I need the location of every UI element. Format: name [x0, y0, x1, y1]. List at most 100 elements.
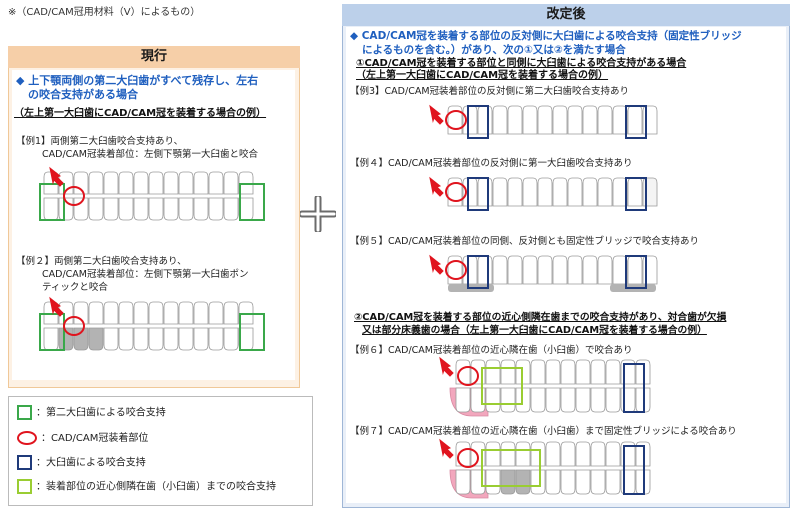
dental-chart-example-3	[429, 104, 658, 139]
dental-chart-example-6	[439, 356, 651, 417]
dental-chart-example-1	[39, 166, 265, 221]
tooth	[492, 255, 508, 285]
tooth	[590, 359, 606, 385]
tooth	[612, 255, 628, 285]
tooth	[567, 177, 583, 207]
tooth	[500, 359, 516, 385]
current-header: 現行	[8, 46, 300, 68]
tooth	[43, 327, 59, 351]
green-box-left	[39, 183, 65, 221]
tooth	[88, 327, 104, 351]
tooth	[552, 177, 568, 207]
legend-item-lime: ：装着部位の近心側隣在歯（小臼歯）までの咬合支持	[17, 479, 276, 495]
tooth	[560, 469, 576, 495]
tooth	[485, 359, 501, 385]
tooth	[582, 105, 598, 135]
tooth	[477, 255, 493, 285]
tooth	[582, 177, 598, 207]
tooth	[545, 359, 561, 385]
tooth	[612, 177, 628, 207]
tooth	[590, 387, 606, 413]
red-oval-marker	[457, 366, 479, 386]
current-title: ◆ 上下顎両側の第二大臼歯がすべて残存し、左右 の咬合支持がある場合	[16, 74, 296, 102]
tooth	[118, 197, 134, 221]
red-arrow-icon	[439, 438, 454, 459]
tooth	[522, 255, 538, 285]
material-note: ※（CAD/CAM冠用材料（Ⅴ）によるもの）	[8, 7, 201, 18]
condition-2-subtitle: 又は部分床義歯の場合（左上第一大臼歯にCAD/CAM冠を装着する場合の例）	[362, 325, 707, 336]
tooth	[163, 171, 179, 195]
tooth	[492, 177, 508, 207]
example-1-detail: CAD/CAM冠装着部位：左側下顎第一大臼歯と咬合	[42, 149, 258, 160]
tooth	[178, 197, 194, 221]
revised-title-line1: ◆ CAD/CAM冠を装着する部位の反対側に大臼歯による咬合支持（固定性ブリッジ	[350, 30, 742, 42]
tooth	[515, 469, 531, 495]
dental-chart-example-7	[439, 438, 651, 499]
tooth	[530, 387, 546, 413]
lime-box	[481, 367, 523, 405]
red-arrow-icon	[429, 254, 444, 275]
condition-1-title: ①CAD/CAM冠を装着する部位と同側に大臼歯による咬合支持がある場合	[356, 58, 687, 69]
tooth	[537, 255, 553, 285]
green-box-right	[239, 183, 265, 221]
tooth	[163, 301, 179, 325]
example-3-label: 【例3】CAD/CAM冠装着部位の反対側に第二大臼歯咬合支持あり	[350, 86, 630, 97]
dental-chart-example-5	[429, 254, 658, 292]
red-oval-marker	[457, 448, 479, 468]
condition-1-subtitle: （左上第一大臼歯にCAD/CAM冠を装着する場合の例）	[356, 70, 609, 81]
tooth	[133, 197, 149, 221]
tooth	[148, 197, 164, 221]
tooth	[545, 469, 561, 495]
green-square-icon	[17, 405, 32, 420]
tooth	[88, 301, 104, 325]
revised-header: 改定後	[342, 4, 790, 26]
legend: ：第二大臼歯による咬合支持 ：CAD/CAM冠装着部位 ：大臼歯による咬合支持 …	[8, 396, 313, 506]
tooth	[605, 387, 621, 413]
navy-box-left	[467, 177, 489, 211]
tooth	[485, 387, 501, 413]
red-arrow-icon	[49, 296, 64, 317]
dental-chart-example-2	[39, 296, 265, 351]
tooth	[627, 255, 643, 285]
red-arrow-icon	[429, 104, 444, 125]
tooth	[537, 177, 553, 207]
tooth	[208, 171, 224, 195]
tooth	[507, 105, 523, 135]
revised-title-line2: によるものを含む。）があり、次の①又は②を満たす場合	[362, 44, 626, 56]
tooth	[103, 327, 119, 351]
tooth	[567, 105, 583, 135]
tooth	[515, 441, 531, 467]
tooth	[193, 301, 209, 325]
red-oval-marker	[63, 186, 85, 206]
tooth	[582, 255, 598, 285]
tooth	[605, 359, 621, 385]
example-2-label: 【例２】両側第二大臼歯咬合支持あり、	[16, 256, 187, 267]
tooth	[575, 387, 591, 413]
condition-2-title: ②CAD/CAM冠を装着する部位の近心側隣在歯までの咬合支持があり、対合歯が欠損	[354, 312, 727, 323]
dental-chart-example-4	[429, 176, 658, 211]
tooth	[485, 441, 501, 467]
tooth	[545, 441, 561, 467]
tooth	[552, 255, 568, 285]
tooth	[118, 327, 134, 351]
current-title-line1: ◆ 上下顎両側の第二大臼歯がすべて残存し、左右	[16, 74, 259, 87]
tooth	[193, 327, 209, 351]
tooth	[560, 441, 576, 467]
current-title-line2: の咬合支持がある場合	[28, 88, 138, 101]
tooth	[148, 171, 164, 195]
navy-box-right	[623, 445, 645, 495]
red-oval-marker	[445, 110, 467, 130]
tooth	[492, 105, 508, 135]
tooth	[612, 105, 628, 135]
tooth	[605, 469, 621, 495]
tooth	[485, 469, 501, 495]
tooth	[148, 327, 164, 351]
navy-box-left	[467, 105, 489, 139]
tooth	[455, 359, 471, 385]
tooth	[223, 327, 239, 351]
tooth	[103, 171, 119, 195]
lime-box	[481, 449, 541, 487]
tooth	[530, 359, 546, 385]
tooth	[597, 255, 613, 285]
tooth	[133, 327, 149, 351]
